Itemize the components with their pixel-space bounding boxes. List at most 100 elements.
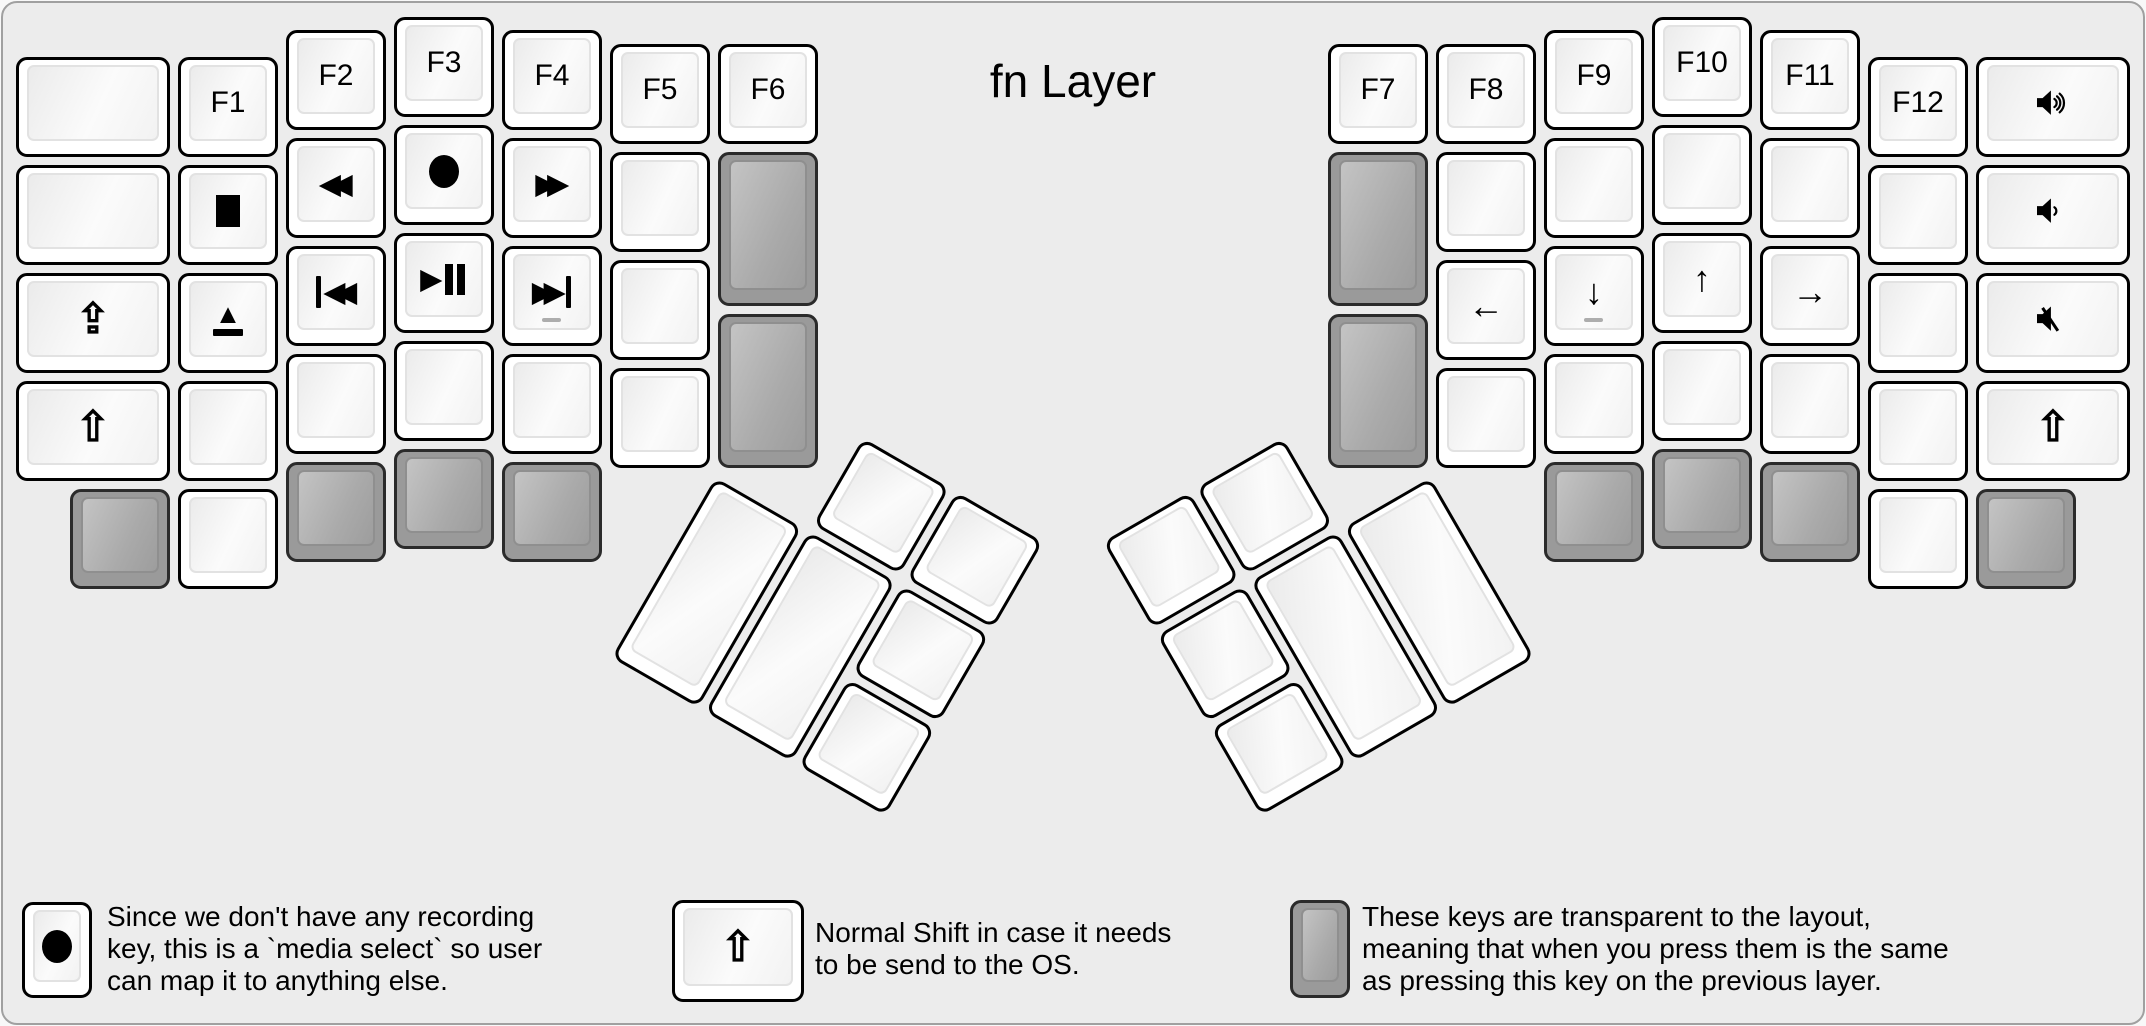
key-next-track: ▶▶ [498, 242, 606, 350]
keycap-surface [1771, 470, 1849, 546]
keycap [1436, 152, 1536, 252]
keycap-surface: ⇧ [27, 389, 159, 465]
key-stop [174, 161, 282, 269]
keycap-surface [513, 362, 591, 438]
keycap: → [1760, 246, 1860, 346]
keycap-surface: F2 [297, 38, 375, 114]
keycap [70, 489, 170, 589]
keycap-surface [405, 349, 483, 425]
keycap [1868, 273, 1968, 373]
caps-icon: ⇪ [75, 295, 111, 342]
keycap-surface [924, 504, 1030, 610]
key-f5: F5 [606, 40, 714, 148]
key-blank [1864, 485, 1972, 593]
keycap-surface [1663, 349, 1741, 425]
keycap-surface [1447, 160, 1525, 236]
keycap: ▲ [178, 273, 278, 373]
keycap-surface: ↓ [1555, 254, 1633, 330]
keycap [502, 354, 602, 454]
legend-text-line: can map it to anything else. [107, 965, 448, 996]
key-blank [1864, 161, 1972, 269]
key-blank [174, 485, 282, 593]
key-blank [282, 350, 390, 458]
keycap-surface [1879, 173, 1957, 249]
key-label: F2 [318, 59, 354, 92]
keycap [1760, 462, 1860, 562]
legend-text-line: Since we don't have any recording [107, 901, 535, 932]
keycap: F2 [286, 30, 386, 130]
keycap: ⇧ [672, 900, 804, 1002]
key-label: F12 [1892, 86, 1944, 119]
keycap-surface [729, 160, 807, 290]
key-transparent [714, 310, 822, 472]
keycap-surface [297, 362, 375, 438]
key-transparent [714, 148, 822, 310]
key-blank [498, 350, 606, 458]
key-label: F11 [1785, 59, 1835, 92]
keycap: ⇧ [16, 381, 170, 481]
key-label: F6 [750, 73, 786, 106]
key-blank [606, 148, 714, 256]
keycap [1868, 165, 1968, 265]
keycap [610, 260, 710, 360]
key-prev-track: ◀◀ [282, 242, 390, 350]
key-f12: F12 [1864, 53, 1972, 161]
keycap-surface: ⇧ [683, 908, 793, 986]
key-f4: F4 [498, 26, 606, 134]
arrow-down-icon: ↓ [1585, 271, 1603, 312]
keycap-surface: → [1771, 254, 1849, 330]
keycap-surface: F7 [1339, 52, 1417, 128]
playpause-icon: ▶ [421, 263, 468, 295]
keycap-surface [1555, 362, 1633, 438]
keycap [178, 165, 278, 265]
record-icon [429, 154, 459, 188]
keycap-surface [1771, 362, 1849, 438]
key-blank [606, 256, 714, 364]
key-label: F4 [534, 59, 570, 92]
key-f9: F9 [1540, 26, 1648, 134]
keycap-surface: F6 [729, 52, 807, 128]
keycap: ↑ [1652, 233, 1752, 333]
keycap: ▶ [394, 233, 494, 333]
keycap [1868, 381, 1968, 481]
prev-icon: ◀◀ [315, 276, 357, 308]
keycap-surface [81, 497, 159, 573]
key-capslock: ⇪ [12, 269, 174, 377]
keycap [718, 314, 818, 468]
keycap: F5 [610, 44, 710, 144]
keycap-surface [1879, 497, 1957, 573]
keycap-surface [33, 910, 81, 982]
keycap-surface [405, 133, 483, 209]
key-mute [1972, 269, 2134, 377]
key-blank [1756, 134, 1864, 242]
arrow-right-icon: → [1792, 271, 1828, 312]
record-icon [42, 929, 72, 963]
key-blank [606, 364, 714, 472]
keycap [178, 381, 278, 481]
keycap-surface [621, 160, 699, 236]
key-transparent [1540, 458, 1648, 566]
keycap [394, 341, 494, 441]
keycap-surface: ◀◀ [297, 254, 375, 330]
keycap: F4 [502, 30, 602, 130]
shift-icon: ⇧ [720, 923, 756, 970]
key-play-pause: ▶ [390, 229, 498, 337]
key-transparent [1324, 148, 1432, 310]
keycap-surface [830, 450, 937, 556]
keycap [16, 57, 170, 157]
key-f6: F6 [714, 40, 822, 148]
keycap: ↓ [1544, 246, 1644, 346]
keycap-surface: ↑ [1663, 241, 1741, 317]
keycap-surface: F3 [405, 25, 483, 101]
homing-bar [542, 318, 561, 322]
keycap [1868, 489, 1968, 589]
keycap: F10 [1652, 17, 1752, 117]
keycap [1976, 165, 2130, 265]
key-label: F10 [1676, 46, 1728, 79]
keycap [718, 152, 818, 306]
legend-text-3: These keys are transparent to the layout… [1362, 901, 1949, 997]
key-transparent [66, 485, 174, 593]
legend-text-line: as pressing this key on the previous lay… [1362, 965, 1882, 996]
keycap [394, 125, 494, 225]
